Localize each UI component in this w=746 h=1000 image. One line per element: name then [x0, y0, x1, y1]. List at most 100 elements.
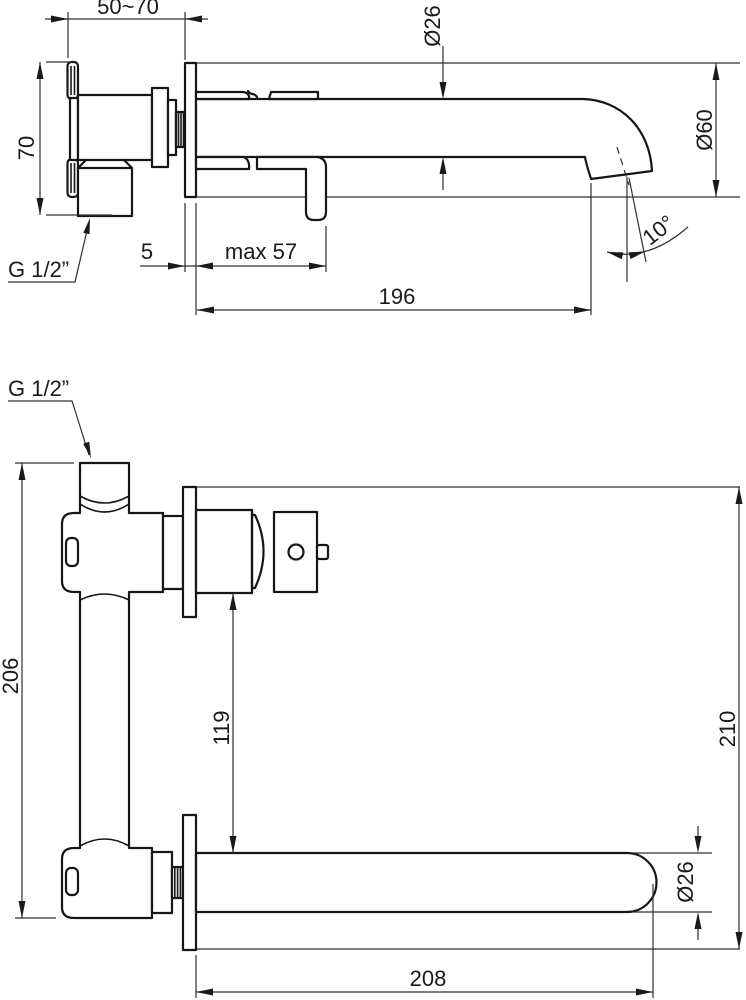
leader-arrowhead: [83, 218, 90, 235]
spout-body-outline: [60, 846, 154, 920]
dimension-lines: [197, 183, 592, 315]
overall-extent-label: 210: [715, 711, 740, 748]
extension-line: [196, 486, 740, 950]
dim-spout-diameter-plan: Ø26: [632, 826, 712, 940]
dimension-lines: [195, 884, 654, 998]
arrowhead: [36, 62, 44, 79]
spout-collar-top-front: [267, 90, 320, 101]
body-end-plug-lower: [64, 866, 80, 897]
body-end-plug-upper: [64, 536, 80, 568]
arrowhead: [574, 306, 591, 314]
inlet-thread-label: G 1/2”: [8, 376, 69, 401]
dim-rosette-offset-and-handle-depth: 5 max 57: [140, 203, 327, 315]
body-step-ring: [166, 98, 178, 157]
dim-spout-reach-side: 196: [197, 183, 592, 315]
arrowhead: [196, 988, 213, 996]
spout-axis-dashed-line: [616, 146, 630, 186]
screw-knurl-bottom: [70, 163, 76, 193]
dimension-lines: [39, 61, 112, 216]
leader-line: [8, 221, 90, 283]
wall-range-label: 50~70: [97, 0, 159, 19]
spout-diameter-label: Ø26: [420, 5, 445, 47]
leader-line: [8, 400, 90, 456]
body-extent-label: 206: [0, 658, 23, 695]
spout-diameter-label: Ø26: [673, 861, 698, 903]
handle-lever: [255, 155, 328, 222]
arrowhead: [694, 836, 702, 853]
arc-arrowhead: [628, 251, 645, 260]
valve-and-pipework: [60, 461, 658, 952]
rosette-offset-label: 5: [141, 239, 153, 264]
arrowhead: [196, 262, 213, 270]
arrowhead: [51, 15, 68, 23]
dimension-lines: [15, 462, 74, 919]
dim-wall-range: 50~70: [45, 0, 208, 60]
side-view: 10° 50~70 70 Ø26 Ø60: [8, 0, 740, 315]
collar-break-line: [246, 89, 259, 99]
arrowhead: [18, 463, 26, 480]
arrowhead: [185, 15, 202, 23]
arrowhead: [36, 198, 44, 215]
dim-valve-to-spout: 119: [209, 593, 237, 853]
arrowhead: [229, 836, 237, 853]
handle-depth-label: max 57: [225, 239, 297, 264]
mixer-neck: [161, 514, 185, 591]
mounting-screw-top: [66, 60, 80, 101]
spout-assembly: [194, 89, 654, 222]
rosette-diameter-label: Ø60: [692, 109, 717, 151]
pipe-junction-curves-bottom: [79, 593, 130, 601]
spout-reach-label: 196: [379, 284, 416, 309]
thread-callout-plan: G 1/2”: [8, 376, 91, 458]
spout-reach-label: 208: [410, 966, 447, 991]
cartridge-housing: [194, 508, 254, 595]
arrowhead: [168, 262, 185, 270]
pipe-junction-curves-top: [79, 495, 130, 513]
arrowhead: [18, 901, 26, 918]
angled-stream-line: [628, 177, 647, 263]
rosette-diameter-extension-lines: [196, 62, 740, 198]
pipe-junction-curves-spout: [79, 838, 130, 847]
spout-rosette-flange: [181, 813, 198, 952]
spout-collar-top-rear: [194, 90, 251, 101]
arrowhead: [439, 157, 447, 174]
arc-arrowhead: [607, 252, 624, 260]
spout-collar-bottom-rear: [194, 155, 251, 171]
screw-knurl-top: [70, 66, 76, 95]
spout-connector: [150, 850, 174, 915]
handle-screw-hole: [287, 543, 305, 561]
spout-outline: [194, 97, 654, 181]
arrowhead: [735, 487, 743, 504]
arrowhead: [712, 180, 720, 197]
thread-callout-side: G 1/2”: [8, 218, 90, 283]
concealed-valve-body: [66, 60, 198, 218]
mixer-rosette-flange: [181, 485, 198, 619]
inlet-connection-block: [76, 166, 134, 218]
mixer-body-fill: [62, 513, 163, 592]
wall-rosette-flange: [183, 61, 198, 199]
mounting-screw-bottom: [66, 157, 80, 199]
arrowhead: [197, 306, 214, 314]
body-height-label: 70: [14, 136, 39, 160]
overall-extent-extension-lines: [196, 486, 740, 950]
handle-joint-bulge: [250, 513, 265, 590]
outlet-angle-label: 10°: [638, 210, 680, 250]
inlet-thread-label: G 1/2”: [8, 257, 69, 282]
inlet-block-chamfers: [76, 158, 134, 170]
dim-overall-extent: 210: [715, 487, 743, 949]
arrowhead: [712, 63, 720, 80]
dimension-lines: [45, 12, 208, 60]
dim-spout-reach-plan: 208: [195, 884, 654, 998]
dimension-lines: [632, 826, 712, 940]
thread-hatching: [177, 112, 185, 147]
arrowhead: [309, 262, 326, 270]
arrowhead: [439, 82, 447, 99]
valve-to-spout-label: 119: [209, 710, 234, 745]
arrowhead: [229, 593, 237, 610]
mounting-plate: [68, 96, 80, 162]
arrowhead: [735, 932, 743, 949]
thread-hatching-plan: [174, 867, 182, 898]
valve-body-block: [76, 93, 154, 162]
body-front-section: [150, 86, 170, 169]
spout-body-fill: [62, 848, 152, 918]
